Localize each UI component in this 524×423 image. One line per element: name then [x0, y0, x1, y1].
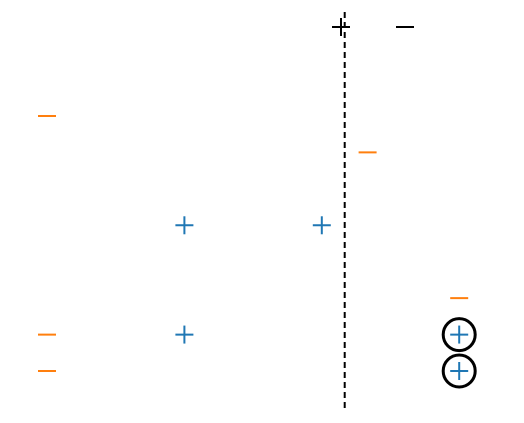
header-plus-icon — [332, 18, 350, 36]
positive-point-4 — [175, 325, 194, 344]
highlight-circle-8 — [441, 317, 477, 353]
positive-point-5 — [312, 216, 331, 235]
positive-point-3 — [175, 216, 194, 235]
data-points — [38, 114, 477, 389]
header-legend — [332, 18, 414, 36]
positive-point-9 — [450, 362, 469, 380]
positive-point-8 — [450, 325, 469, 344]
highlight-circle-9 — [441, 353, 477, 389]
